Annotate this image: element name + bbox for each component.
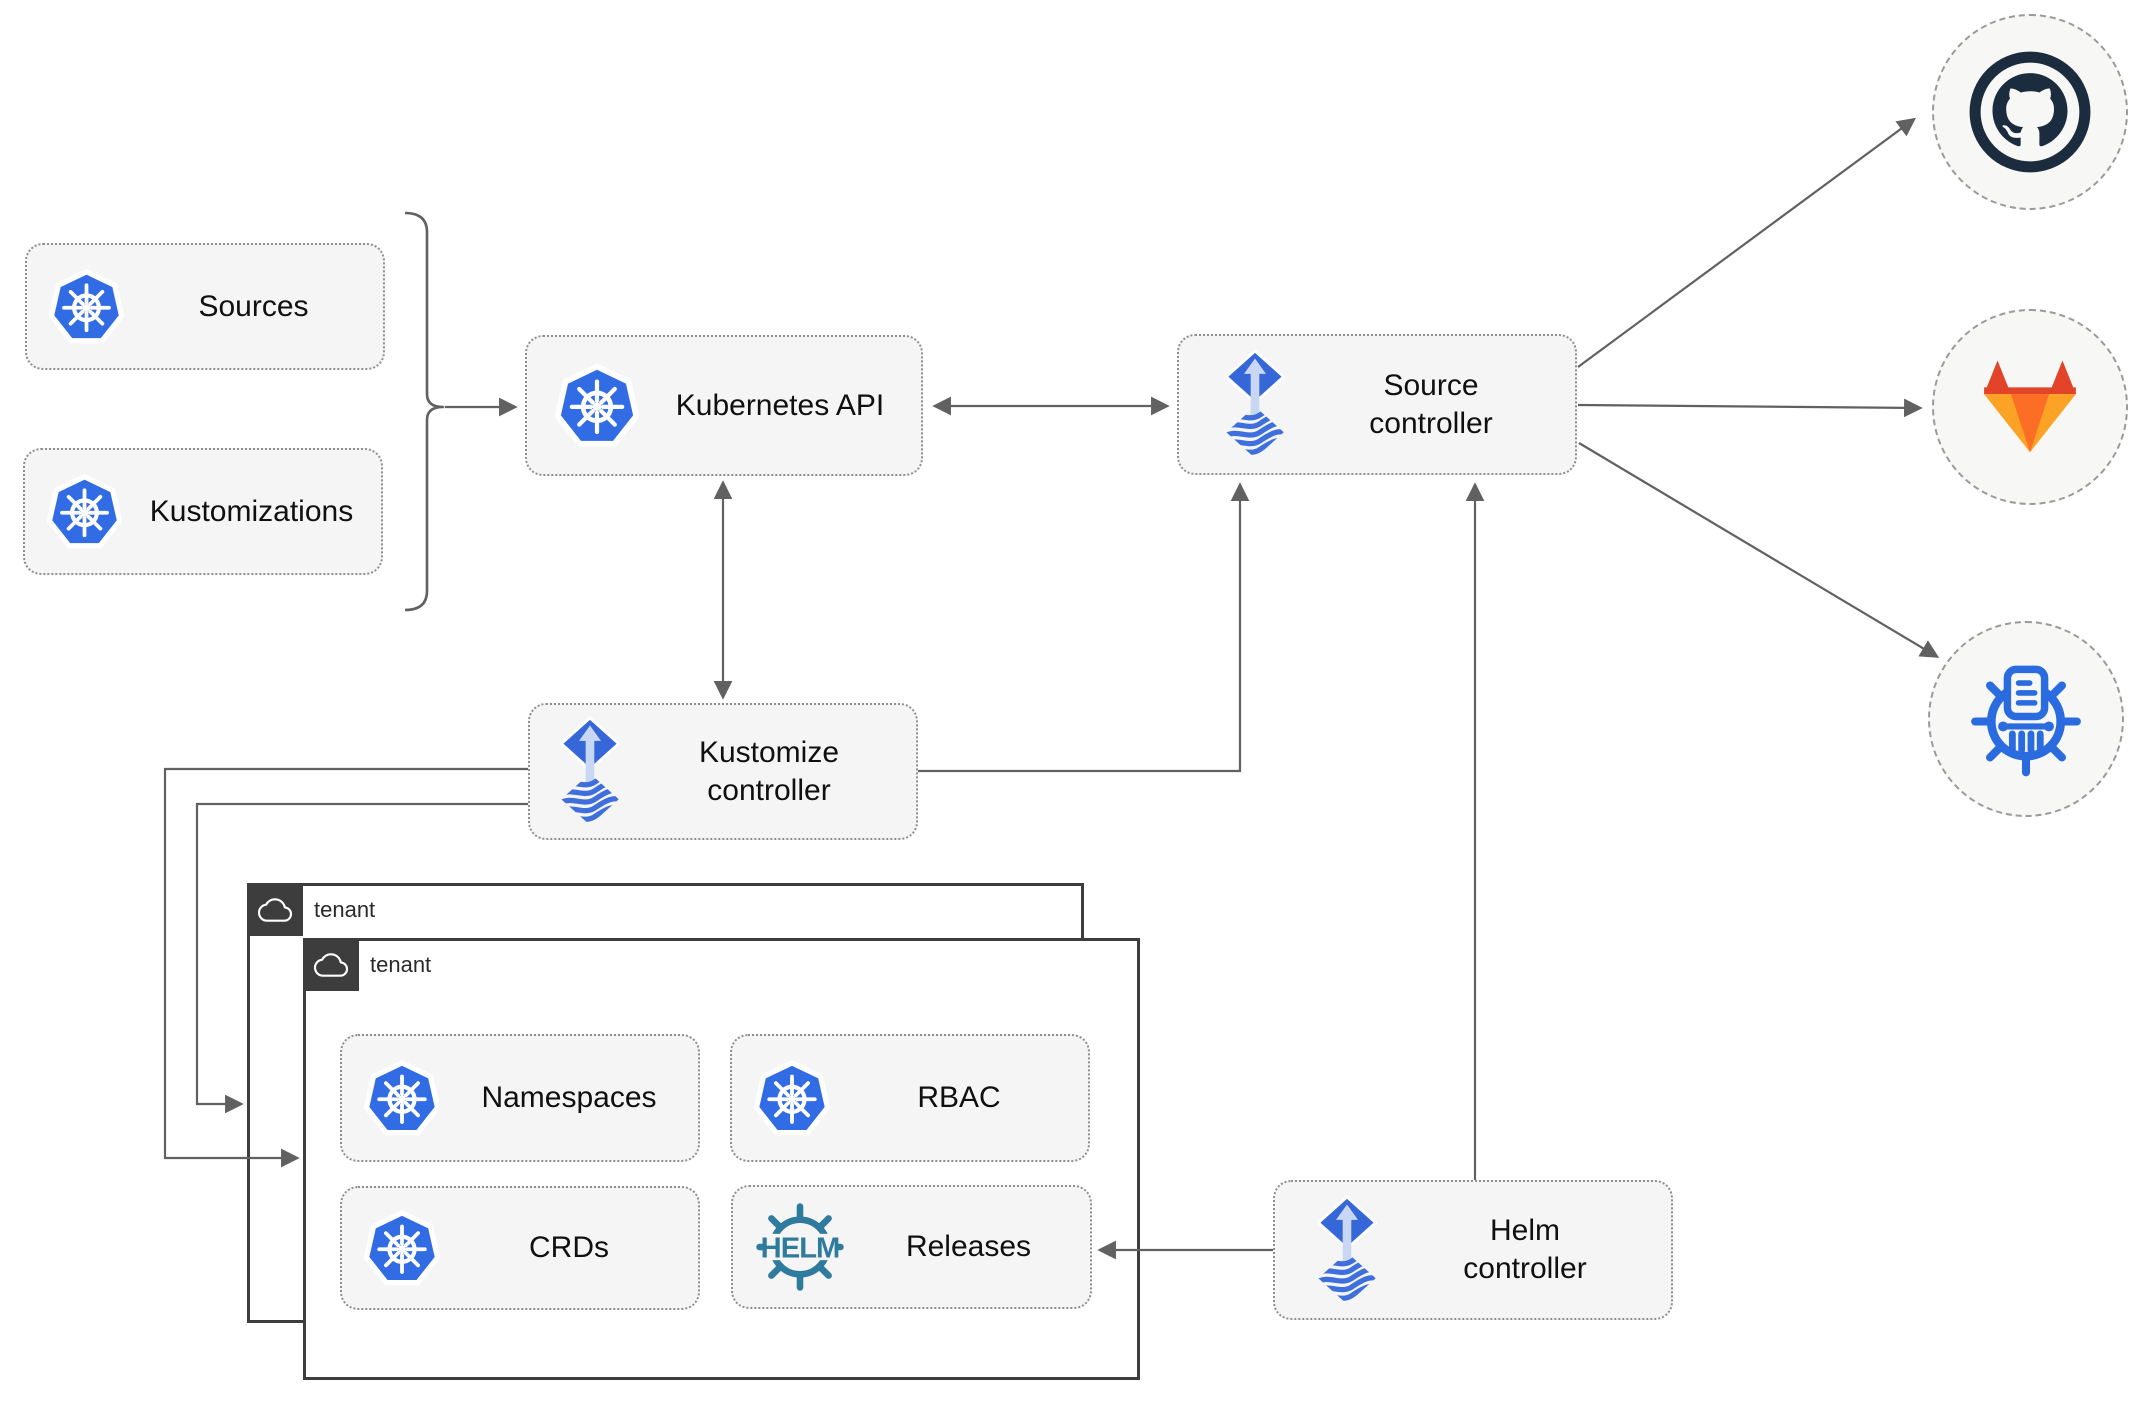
node-helm-controller-label: Helm controller: [1463, 1214, 1587, 1285]
edge-source-to-chart-repository: [1578, 442, 1940, 658]
node-crds-label: CRDs: [529, 1231, 609, 1264]
gitlab-repository-circle: [1932, 309, 2128, 505]
node-releases-label: Releases: [905, 1230, 1032, 1263]
flux-icon: [558, 715, 622, 828]
helm-wordmark: HELM: [761, 1232, 840, 1264]
kubernetes-icon: [49, 268, 124, 346]
node-namespaces: Namespaces: [340, 1034, 700, 1162]
edge-kustomize-to-source: [918, 482, 1250, 773]
node-kustomize-controller-label: Kustomize controller: [698, 735, 840, 807]
node-helm-controller: Helm controller: [1273, 1180, 1673, 1320]
helm-icon: HELM: [753, 1200, 847, 1294]
cloud-icon: [313, 952, 349, 978]
node-rbac-label: RBAC: [917, 1081, 1001, 1114]
tenant-back-header: [247, 883, 303, 936]
node-source-controller: Source controller: [1177, 334, 1577, 475]
kubernetes-icon: [47, 473, 122, 551]
node-releases: HELM Releases: [731, 1185, 1092, 1309]
node-kustomize-controller: Kustomize controller: [528, 703, 918, 840]
github-icon: [1969, 51, 2091, 173]
node-crds: CRDs: [340, 1186, 700, 1310]
edge-bracket-sources-group: [404, 211, 445, 612]
tenant-back-label: tenant: [314, 896, 376, 922]
kubernetes-icon: [364, 1209, 440, 1288]
gitlab-icon: [1974, 356, 2086, 459]
tenant-front-header: [303, 938, 359, 991]
kubernetes-icon: [754, 1059, 830, 1138]
kubernetes-icon: [555, 362, 639, 450]
edge-source-to-github: [1577, 117, 1917, 368]
tenant-front-label: tenant: [370, 951, 432, 977]
edge-source-to-gitlab: [1577, 398, 1923, 418]
node-sources: Sources: [25, 243, 385, 370]
node-kustomizations: Kustomizations: [23, 448, 383, 575]
kubernetes-icon: [364, 1059, 440, 1138]
flux-icon: [1223, 348, 1287, 461]
node-sources-label: Sources: [198, 289, 309, 323]
node-rbac: RBAC: [730, 1034, 1090, 1162]
node-source-controller-label: Source controller: [1369, 368, 1493, 440]
node-kubernetes-api-label: Kubernetes API: [675, 388, 885, 422]
cloud-icon: [257, 897, 293, 923]
github-repository-circle: [1932, 14, 2128, 210]
chart-repository-circle: [1928, 621, 2124, 817]
chart-museum-icon: [1964, 657, 2088, 781]
node-kubernetes-api: Kubernetes API: [525, 335, 923, 476]
flux-icon: [1315, 1194, 1379, 1307]
node-namespaces-label: Namespaces: [481, 1081, 657, 1114]
node-kustomizations-label: Kustomizations: [149, 494, 354, 528]
